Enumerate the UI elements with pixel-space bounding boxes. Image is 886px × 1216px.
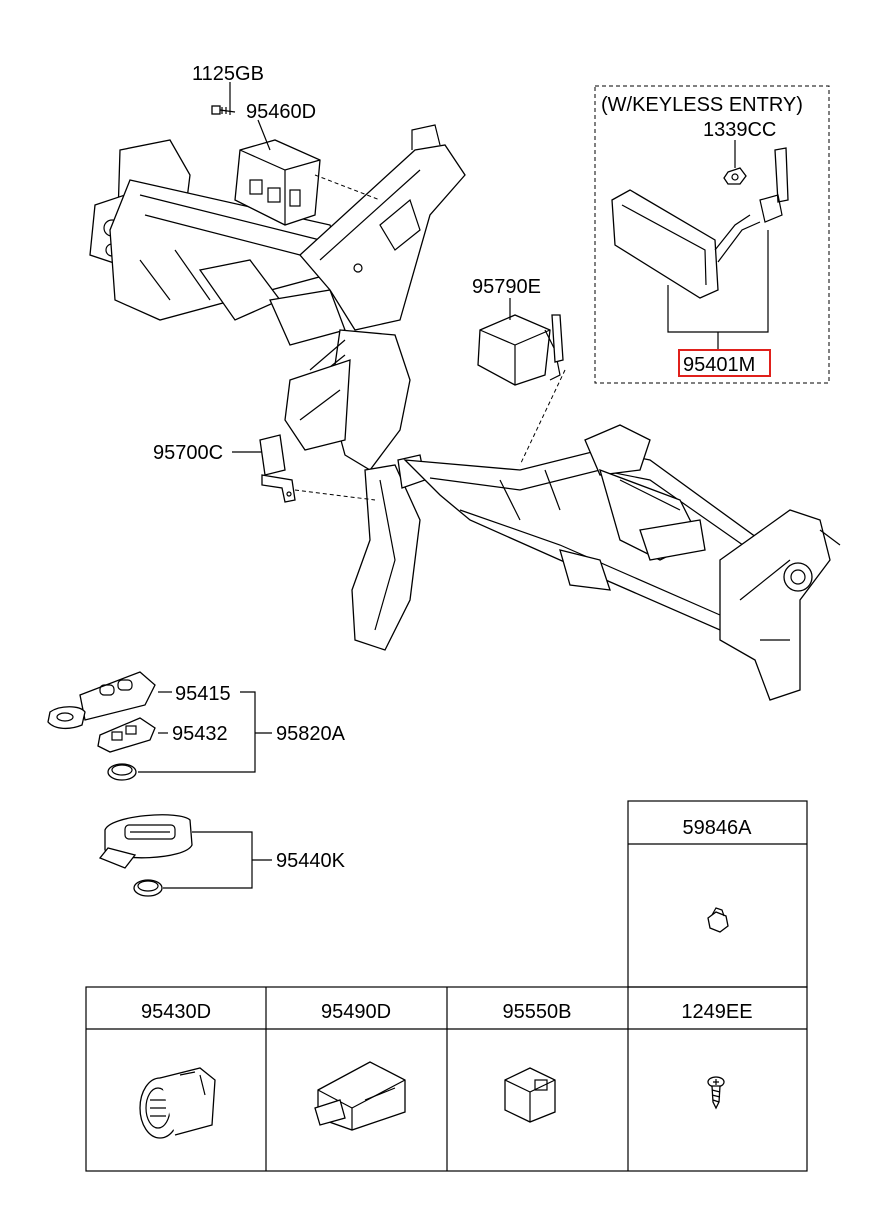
label-95790e: 95790E <box>472 276 541 298</box>
label-95440k: 95440K <box>276 850 346 872</box>
label-95401m: 95401M <box>683 354 755 376</box>
screw-1249ee-drawing <box>707 1076 725 1110</box>
parts-table <box>85 800 808 1172</box>
table-cell-95430d: 95430D <box>141 1001 211 1023</box>
label-95820a: 95820A <box>276 723 346 745</box>
label-95460d: 95460D <box>246 101 316 123</box>
table-cell-59846a: 59846A <box>683 817 753 839</box>
key-fob-95415 <box>47 671 156 730</box>
label-keyless-entry: (W/KEYLESS ENTRY) <box>601 94 803 116</box>
nut-59846a-drawing <box>707 907 729 933</box>
bolt-1125gb <box>211 105 236 115</box>
battery-95820a <box>107 763 137 781</box>
bracket-95700c <box>259 434 296 503</box>
label-1125gb: 1125GB <box>192 63 264 85</box>
label-95700c: 95700C <box>153 442 223 464</box>
holder-95550b-drawing <box>504 1067 556 1123</box>
battery-95440k <box>133 879 163 897</box>
key-fob-95432 <box>97 717 156 753</box>
module-95460d <box>234 139 321 226</box>
label-95415: 95415 <box>175 683 231 705</box>
module-95790e <box>477 314 564 386</box>
smart-key-95440k <box>98 814 193 869</box>
highlight-box-95401m <box>678 349 771 377</box>
table-cell-1249ee: 1249EE <box>681 1001 752 1023</box>
switch-95430d-drawing <box>139 1067 216 1139</box>
nut-1339cc <box>723 167 747 185</box>
receiver-95401m <box>611 147 789 299</box>
keyless-entry-box <box>594 85 830 384</box>
table-cell-95550b: 95550B <box>503 1001 572 1023</box>
label-1339cc: 1339CC <box>703 119 776 141</box>
label-95432: 95432 <box>172 723 228 745</box>
connector-95490d-drawing <box>314 1061 406 1131</box>
dash-crossmember-frame <box>89 124 841 701</box>
table-cell-95490d: 95490D <box>321 1001 391 1023</box>
